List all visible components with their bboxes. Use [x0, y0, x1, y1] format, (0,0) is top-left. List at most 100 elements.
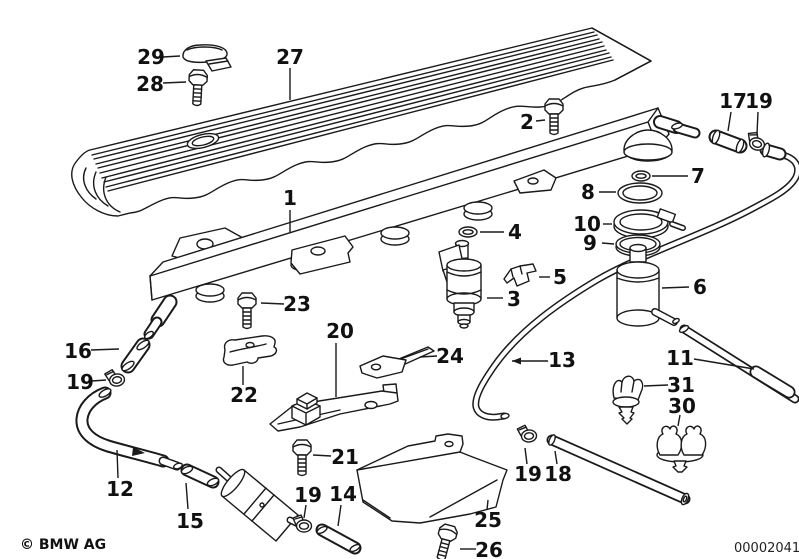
part-callout-7-7[interactable]: 7: [652, 164, 705, 188]
part-number-label: 28: [136, 72, 164, 96]
leader-line: [643, 384, 669, 387]
o-ring-4: [458, 226, 478, 238]
part-callout-23-15[interactable]: 23: [260, 292, 311, 316]
leader-line: [162, 81, 187, 84]
hose-clamp-19-bottom: [516, 423, 538, 444]
part-callout-6-12[interactable]: 6: [661, 275, 707, 299]
part-callout-1-6[interactable]: 1: [283, 186, 297, 233]
part-callout-4-11[interactable]: 4: [480, 220, 522, 244]
part-number-label: 11: [666, 346, 694, 370]
part-number-label: 23: [283, 292, 311, 316]
part-number-label: 10: [573, 212, 601, 236]
bracket-22: [222, 335, 278, 366]
hose-14: [315, 523, 362, 555]
ring-8: [617, 182, 663, 204]
cable-clip-29: [182, 44, 232, 72]
fuel-damper-6: [616, 243, 680, 327]
leader-line: [260, 302, 285, 305]
part-callout-19-32[interactable]: 19: [514, 447, 542, 486]
part-callout-14-29[interactable]: 14: [329, 482, 357, 527]
part-callout-24-20[interactable]: 24: [419, 344, 464, 368]
part-callout-8-8[interactable]: 8: [581, 180, 616, 204]
hose-clamp-19-filter: [292, 514, 313, 533]
leader-line: [312, 454, 332, 457]
part-callout-15-26[interactable]: 15: [176, 482, 204, 533]
part-callout-11-22[interactable]: 11: [666, 346, 755, 370]
part-number-label: 5: [553, 265, 567, 289]
double-hose-clip-30: [656, 425, 707, 473]
part-callout-31-23[interactable]: 31: [643, 373, 695, 397]
leader-line: [116, 449, 119, 479]
part-number-label: 9: [583, 231, 597, 255]
part-number-label: 19: [294, 483, 322, 507]
part-callout-19-28[interactable]: 19: [294, 483, 322, 519]
part-callout-5-13[interactable]: 5: [539, 265, 567, 289]
rail-inlet-elbow: [143, 294, 178, 340]
part-callout-10-9[interactable]: 10: [573, 212, 612, 236]
bolt-26: [431, 522, 460, 559]
part-callout-21-27[interactable]: 21: [312, 445, 359, 469]
hose-18: [546, 434, 691, 506]
return-hose-13: [472, 151, 799, 421]
fuel-filter: [215, 466, 306, 542]
part-callout-12-25[interactable]: 12: [106, 449, 134, 501]
leader-line: [303, 504, 307, 519]
part-callout-30-24[interactable]: 30: [668, 394, 696, 427]
part-callout-19-5[interactable]: 19: [745, 89, 773, 135]
part-callout-19-17[interactable]: 19: [66, 370, 107, 394]
part-number-label: 14: [329, 482, 357, 506]
part-callout-16-16[interactable]: 16: [64, 339, 120, 363]
part-number-label: 15: [176, 509, 204, 533]
fuel-pipe-11: [678, 324, 799, 404]
leader-line: [554, 450, 558, 465]
part-callout-22-18[interactable]: 22: [230, 366, 258, 407]
part-number-label: 6: [693, 275, 707, 299]
part-number-label: 29: [137, 45, 165, 69]
part-number-label: 7: [691, 164, 705, 188]
diagram-number: 00002041: [734, 541, 799, 556]
fuel-injector-3: [438, 239, 482, 329]
part-callout-3-14[interactable]: 3: [487, 287, 521, 311]
part-callout-25-30[interactable]: 25: [474, 499, 502, 532]
part-number-label: 12: [106, 477, 134, 501]
hose-15: [180, 463, 220, 489]
part-callout-2-3[interactable]: 2: [520, 110, 546, 134]
part-callout-29-0[interactable]: 29: [137, 45, 181, 69]
clamp-ring-10: [613, 208, 686, 239]
part-number-label: 30: [668, 394, 696, 418]
part-number-label: 27: [276, 45, 304, 69]
o-ring-7: [631, 170, 651, 182]
bracket-20: [269, 383, 399, 432]
part-number-label: 19: [66, 370, 94, 394]
part-callout-20-19[interactable]: 20: [326, 319, 354, 397]
leader-line: [524, 447, 528, 465]
part-number-label: 26: [475, 538, 503, 559]
leader-arrowhead: [512, 357, 521, 365]
leader-line: [486, 499, 489, 511]
part-callout-28-1[interactable]: 28: [136, 72, 187, 96]
part-callout-17-4[interactable]: 17: [719, 89, 747, 132]
part-callout-26-31[interactable]: 26: [460, 538, 503, 559]
flow-arrow: [132, 447, 145, 456]
leader-line: [677, 414, 681, 427]
copyright-text: © BMW AG: [20, 537, 107, 553]
part-callout-9-10[interactable]: 9: [583, 231, 615, 255]
part-number-label: 24: [436, 344, 464, 368]
part-number-label: 3: [507, 287, 521, 311]
rail-injector-ports: [195, 201, 493, 303]
part-callout-13-21[interactable]: 13: [512, 348, 576, 372]
leader-line: [756, 111, 759, 135]
part-callout-27-2[interactable]: 27: [276, 45, 304, 100]
bolt-28: [187, 68, 209, 107]
heat-shield-25: [356, 433, 508, 524]
part-number-label: 25: [474, 508, 502, 532]
hose-16: [120, 337, 151, 374]
part-callout-18-33[interactable]: 18: [544, 450, 572, 486]
part-number-label: 16: [64, 339, 92, 363]
elbow-fitting: [759, 142, 787, 161]
leader-line: [419, 355, 438, 358]
leader-line: [162, 55, 181, 58]
part-number-label: 2: [520, 110, 534, 134]
part-number-label: 13: [548, 348, 576, 372]
